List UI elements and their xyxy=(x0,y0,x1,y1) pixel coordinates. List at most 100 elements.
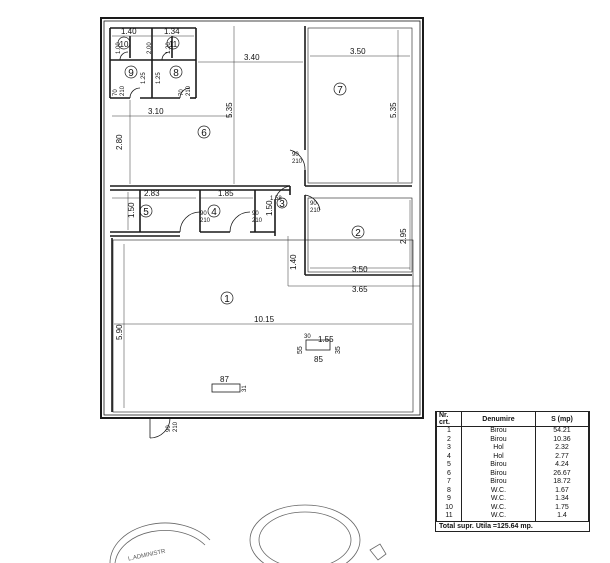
dim-1-40-b: 1.40 xyxy=(289,254,298,270)
door-labels: 90 210 90 210 90 210 90 210 90 210 70 21… xyxy=(113,85,321,432)
door-label-2-bottom: 210 xyxy=(310,208,321,214)
room-number-9: 9 xyxy=(128,68,134,79)
legend-cell-area: 2.77 xyxy=(534,452,590,461)
legend-cell-name: W.C. xyxy=(461,503,536,512)
legend-cell-id: 10 xyxy=(436,503,462,512)
legend-cell-name: Birou xyxy=(461,478,536,487)
legend-cell-name: Birou xyxy=(461,469,536,478)
door-label-4-bottom: 210 xyxy=(200,218,211,224)
dim-1-25-b: 1.25 xyxy=(156,72,162,84)
door-label-entrance-bottom: 210 xyxy=(173,421,179,432)
legend-cell-id: 7 xyxy=(436,478,462,487)
room-number-5: 5 xyxy=(143,207,149,218)
stamp-center xyxy=(249,504,361,563)
dim-1-55: 1.55 xyxy=(318,335,334,344)
door-label-wc2-bottom: 210 xyxy=(186,85,192,96)
legend-cell-id: 9 xyxy=(436,495,462,504)
door-label-top: 90 xyxy=(292,152,299,158)
legend-cell-id: 8 xyxy=(436,486,462,495)
legend-cell-area: 1.4 xyxy=(534,512,590,521)
legend-cell-name: Birou xyxy=(461,435,536,444)
legend-cell-area: 1.34 xyxy=(534,495,590,504)
dim-3-65: 3.65 xyxy=(352,285,368,294)
outer-wall xyxy=(100,17,424,419)
dim-1-00: 1.00 xyxy=(116,42,122,54)
door-label-wc2-top: 70 xyxy=(179,89,185,96)
dim-5-90: 5.90 xyxy=(115,324,124,340)
legend-cell-area: 4.24 xyxy=(534,461,590,470)
legend-cell-id: 5 xyxy=(436,461,462,470)
dim-2-80: 2.80 xyxy=(115,134,124,150)
legend-cell-id: 3 xyxy=(436,444,462,453)
dim-3-40: 3.40 xyxy=(244,53,260,62)
door-label-2-top: 90 xyxy=(310,201,317,207)
stamp-left xyxy=(109,522,211,563)
dim-3-50-top: 3.50 xyxy=(350,47,366,56)
room-number-7: 7 xyxy=(337,85,343,96)
room-number-1: 1 xyxy=(224,294,230,305)
legend-cell-name: Hol xyxy=(461,452,536,461)
dim-10-15: 10.15 xyxy=(254,315,275,324)
door-label-entrance-top: 90 xyxy=(166,425,172,432)
legend-cell-area: 1.67 xyxy=(534,486,590,495)
header-nr: Nr. xyxy=(439,412,449,419)
legend-cell-id: 6 xyxy=(436,469,462,478)
door-label-3-top: 90 xyxy=(252,211,259,217)
legend-header-nr: Nr.crt. xyxy=(436,412,462,427)
legend-cell-area: 2.32 xyxy=(534,444,590,453)
dim-87: 87 xyxy=(220,375,229,384)
legend-cell-id: 4 xyxy=(436,452,462,461)
legend-cell-area: 10.36 xyxy=(534,435,590,444)
legend-cell-area: 18.72 xyxy=(534,478,590,487)
outer-wall-inner xyxy=(103,20,421,416)
legend-cell-id: 2 xyxy=(436,435,462,444)
legend-header-name: Denumire xyxy=(461,412,536,427)
legend-cell-area: 54.21 xyxy=(534,426,590,436)
official-stamps xyxy=(109,504,387,563)
signature-mark xyxy=(369,543,387,561)
outer-walls xyxy=(100,17,424,419)
dim-1-50: 1.50 xyxy=(127,202,136,218)
dim-1-34: 1.34 xyxy=(164,27,180,36)
room-number-6: 6 xyxy=(201,128,207,139)
dim-31: 31 xyxy=(242,385,248,392)
legend-cell-name: Birou xyxy=(461,461,536,470)
room-number-11: 11 xyxy=(169,40,178,49)
legend-cell-name: Birou xyxy=(461,426,536,436)
stamp-text: L.ADMINISTR xyxy=(128,549,167,563)
door-label-bottom: 210 xyxy=(292,159,303,165)
dim-5-35-b: 5.35 xyxy=(389,102,398,118)
legend-cell-name: W.C. xyxy=(461,495,536,504)
desk xyxy=(305,339,331,351)
dim-1-40: 1.40 xyxy=(121,27,137,36)
dim-85: 85 xyxy=(314,355,323,364)
dim-1-50-b: 1.50 xyxy=(265,200,274,216)
legend-cell-area: 26.67 xyxy=(534,469,590,478)
dim-1-20: 1.20 xyxy=(166,42,172,54)
dim-5-35-a: 5.35 xyxy=(225,102,234,118)
room-number-3: 3 xyxy=(279,199,285,210)
dim-35: 35 xyxy=(335,346,342,354)
room-number-4: 4 xyxy=(211,207,217,218)
door-label-4-top: 90 xyxy=(200,211,207,217)
dim-3-10: 3.10 xyxy=(148,107,164,116)
interior-walls xyxy=(109,26,414,413)
legend-cell-name: Hol xyxy=(461,444,536,453)
door-swings xyxy=(119,51,321,439)
desk-2 xyxy=(211,383,241,393)
door-label-wc-bottom: 210 xyxy=(120,85,126,96)
dimension-lines xyxy=(112,26,420,408)
legend-cell-area: 1.75 xyxy=(534,503,590,512)
door-label-3-bottom: 210 xyxy=(252,218,263,224)
dim-55: 55 xyxy=(297,346,304,354)
